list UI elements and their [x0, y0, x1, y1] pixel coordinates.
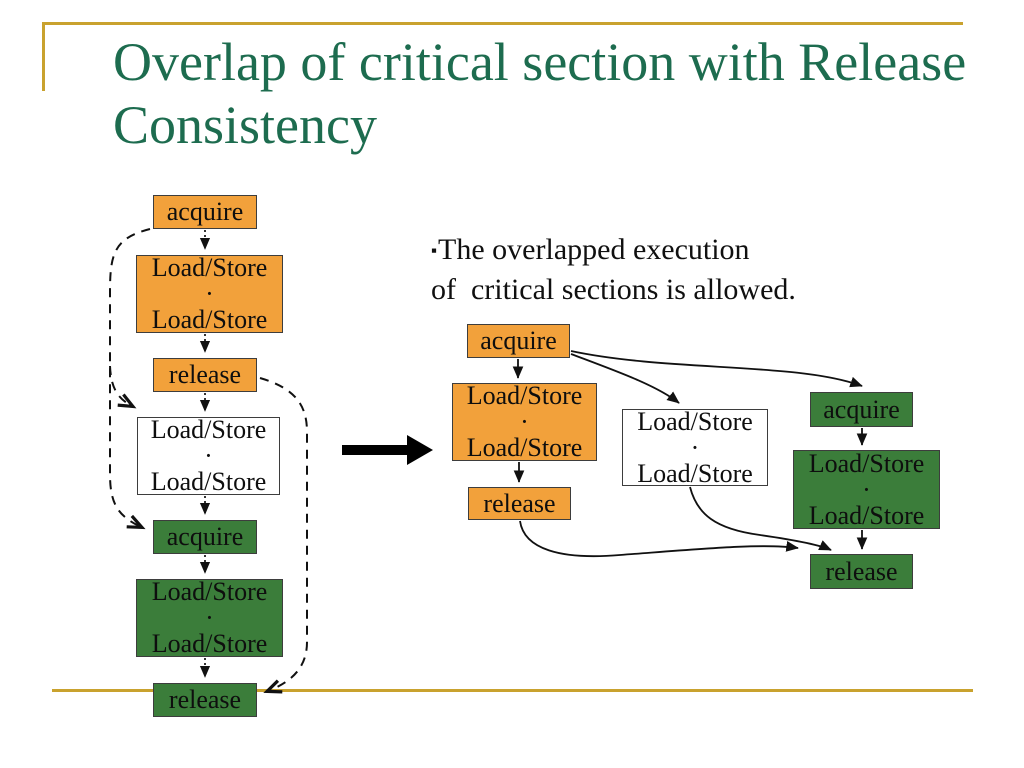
note-line1: The overlapped execution [438, 233, 750, 266]
overlap-acquire-green-box: acquire [810, 392, 913, 427]
overlap-acquire-orange-box: acquire [467, 324, 570, 358]
overlap-release-green-box: release [810, 554, 913, 589]
dashed-arrow-branch-to-white-loadstore [109, 365, 137, 409]
serial-loadstore-bottom-box: Load/Store · Load/Store [136, 579, 283, 657]
flow-arrow-acquire-to-green-acquire [570, 350, 863, 388]
slide-title-line2: Consistency [113, 95, 377, 155]
overlap-loadstore-orange-box: Load/Store · Load/Store [452, 383, 597, 461]
serial-acquire-top-box: acquire [153, 195, 257, 229]
accent-line-left [42, 22, 45, 91]
accent-line-top [42, 22, 963, 25]
slide-title: Overlap of critical section with Release… [113, 31, 993, 157]
note-line2: of critical sections is allowed. [431, 273, 796, 306]
bullet-icon: ▪ [431, 241, 438, 260]
accent-line-bottom [52, 689, 973, 692]
serial-loadstore-top-box: Load/Store · Load/Store [136, 255, 283, 333]
serial-release-top-box: release [153, 358, 257, 392]
serial-loadstore-mid-box: Load/Store · Load/Store [137, 417, 280, 495]
big-transform-arrow [342, 435, 433, 465]
overlap-release-orange-box: release [468, 487, 571, 520]
serial-release-bottom-box: release [153, 683, 257, 717]
flow-arrow-release-to-green-release [519, 520, 799, 558]
slide-title-line1: Overlap of critical section with Release [113, 32, 967, 92]
overlap-loadstore-white-box: Load/Store · Load/Store [622, 408, 768, 486]
serial-acquire-bottom-box: acquire [153, 520, 257, 554]
overlap-loadstore-green-box: Load/Store · Load/Store [793, 450, 940, 529]
note-text-block: ▪The overlapped execution of critical se… [431, 230, 901, 309]
